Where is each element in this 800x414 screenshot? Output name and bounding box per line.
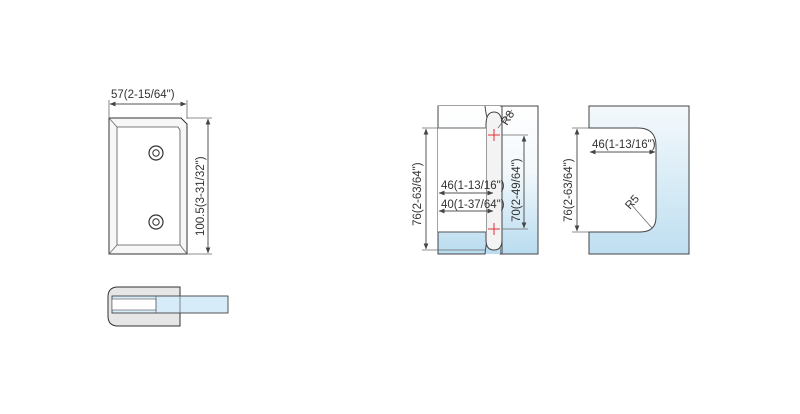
hinge-plate-inner-face xyxy=(116,126,181,246)
right-cutout-depth-label: 46(1-13/16") xyxy=(592,139,656,151)
pivot-offset-label: 40(1-37/64") xyxy=(441,199,505,211)
pivot-mark-bottom xyxy=(488,223,500,235)
side-profile-view xyxy=(107,286,229,327)
pivot-spacing-label: 70(2-49/64") xyxy=(511,158,523,222)
front-width-label: 57(2-15/64") xyxy=(111,89,175,101)
screw-top xyxy=(148,145,164,161)
middle-glass-view: R8 76(2-63/64") 70(2-49/64") 46(1-13/16"… xyxy=(412,105,539,255)
pivot-mark-top xyxy=(488,129,500,141)
clamp-insert xyxy=(111,298,157,311)
right-overall-height-label: 76(2-63/64") xyxy=(563,158,575,222)
hinge-body-middle xyxy=(485,111,503,251)
middle-overall-height-label: 76(2-63/64") xyxy=(412,162,424,226)
middle-cutout-depth-label: 46(1-13/16") xyxy=(441,180,505,192)
screw-bottom xyxy=(148,214,164,230)
glass-outline-right xyxy=(588,105,690,255)
right-glass-view: 76(2-63/64") 46(1-13/16") R5 xyxy=(563,105,690,255)
front-height-label: 100.5(3-31/32") xyxy=(195,156,207,236)
front-view: 57(2-15/64") 100.5(3-31/32") xyxy=(108,89,212,255)
right-radius-label: R5 xyxy=(623,193,642,212)
